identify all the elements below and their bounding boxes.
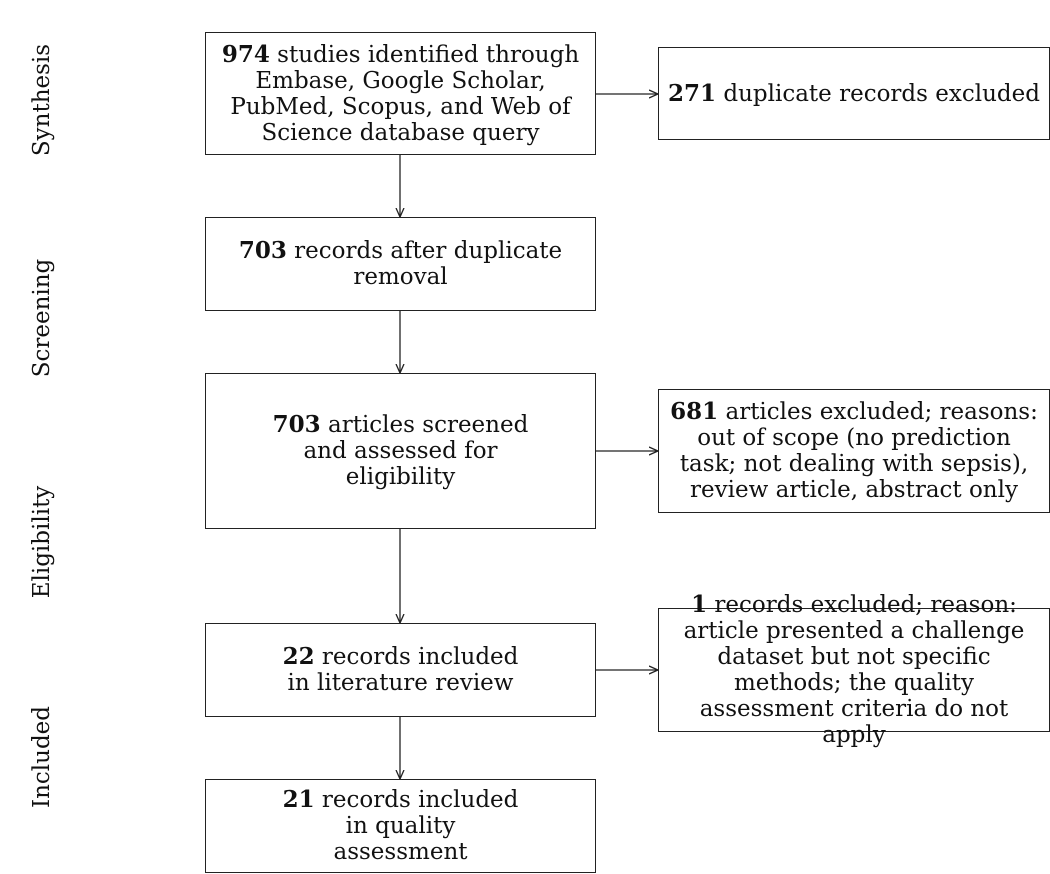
box-articles-screened: 703 articles screened and assessed for e… <box>205 373 596 529</box>
box-duplicates-excluded: 271 duplicate records excluded <box>658 47 1050 140</box>
text-articles-excluded: articles excluded; reasons: out of scope… <box>679 399 1038 503</box>
box-quality-assessment: 21 records included in quality assessmen… <box>205 779 596 873</box>
text-articles-screened: articles screened and assessed for eligi… <box>303 412 529 490</box>
count-records-after-removal: 703 <box>238 237 287 264</box>
box-articles-excluded: 681 articles excluded; reasons: out of s… <box>658 389 1050 513</box>
box-record-excluded: 1 records excluded; reason: article pres… <box>658 592 1050 748</box>
text-records-after-removal: records after duplicate removal <box>286 238 563 290</box>
count-literature-review: 22 <box>282 643 315 670</box>
text-quality-assessment: records included in quality assessment <box>314 787 519 865</box>
count-articles-screened: 703 <box>272 411 321 438</box>
box-studies-identified: 974 studies identified through Embase, G… <box>205 32 596 155</box>
text-literature-review: records included in literature review <box>287 644 519 696</box>
box-literature-review: 22 records included in literature review <box>205 623 596 717</box>
count-quality-assessment: 21 <box>282 786 315 813</box>
text-studies-identified: studies identified through Embase, Googl… <box>230 41 580 146</box>
count-articles-excluded: 681 <box>670 398 719 425</box>
count-duplicates-excluded: 271 <box>668 79 717 107</box>
text-record-excluded: records excluded; reason: article presen… <box>683 592 1025 748</box>
count-record-excluded: 1 <box>691 591 708 618</box>
box-records-after-removal: 703 records after duplicate removal <box>205 217 596 311</box>
text-duplicates-excluded: duplicate records excluded <box>716 80 1040 107</box>
count-studies-identified: 974 <box>221 40 270 68</box>
